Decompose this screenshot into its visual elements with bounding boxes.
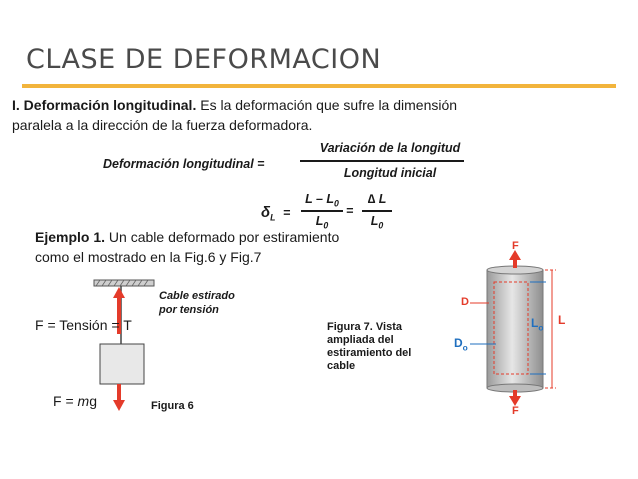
example-line-1: Ejemplo 1. Un cable deformado por estira… xyxy=(35,229,339,245)
fraction1-den-text: L xyxy=(315,214,324,228)
l0-letter: L xyxy=(531,316,539,330)
fraction1-den-sub: 0 xyxy=(323,220,329,231)
equals-2: = xyxy=(346,204,354,218)
fig6-caption-2: por tensión xyxy=(159,304,219,316)
fraction2-bar xyxy=(362,210,392,212)
force-label-top: F xyxy=(512,240,519,252)
hanging-block xyxy=(99,343,145,385)
fig7-caption-4: cable xyxy=(327,360,356,372)
fig7-caption-1: Figura 7. Vista xyxy=(327,321,402,333)
delta-l: δL = xyxy=(261,204,290,223)
d0-letter: D xyxy=(454,336,463,350)
heading-line-2: paralela a la dirección de la fuerza def… xyxy=(12,117,313,133)
l-label: L xyxy=(558,313,566,327)
fig7-caption-3: estiramiento del xyxy=(327,347,412,359)
fraction1-numerator: L – L0 xyxy=(300,192,344,209)
fraction1-num-text: L – L xyxy=(305,192,335,206)
heading-line: I. Deformación longitudinal. Es la defor… xyxy=(12,97,457,113)
equals-1: = xyxy=(283,206,291,220)
formula-denominator: Longitud inicial xyxy=(343,166,437,180)
fraction2-numerator: ∆ L xyxy=(367,192,387,206)
delta-symbol: δ xyxy=(261,204,271,221)
force-arrow-top-head xyxy=(509,250,521,260)
example-label: Ejemplo 1. xyxy=(35,229,106,245)
slide-title: CLASE DE DEFORMACION xyxy=(26,44,382,75)
weight-g: g xyxy=(89,393,97,409)
heading-text: Deformación longitudinal. xyxy=(23,97,197,113)
force-arrow-bottom-head xyxy=(509,396,521,406)
title-underline xyxy=(22,84,616,88)
weight-m: m xyxy=(77,393,90,409)
formula-lhs: Deformación longitudinal = xyxy=(103,157,265,171)
fraction2-den-sub: 0 xyxy=(378,220,384,231)
ceiling-hatch xyxy=(95,279,149,287)
figure-6-label: Figura 6 xyxy=(151,400,194,412)
stretched-cylinder xyxy=(486,269,544,389)
delta-subscript: L xyxy=(270,212,276,223)
l0-sub: o xyxy=(538,322,544,333)
fig6-caption-1: Cable estirado xyxy=(159,290,235,302)
l0-label: Lo xyxy=(531,316,543,332)
weight-f: F = xyxy=(53,393,78,409)
force-label-bottom: F xyxy=(512,405,519,417)
fraction1-num-sub: 0 xyxy=(334,198,339,209)
d-label: D xyxy=(461,296,469,308)
example-text: Un cable deformado por estiramiento xyxy=(105,229,340,245)
fig7-caption-2: ampliada del xyxy=(327,334,394,346)
original-cylinder xyxy=(493,281,529,375)
formula-numerator: Variación de la longitud xyxy=(319,141,461,155)
weight-arrow-head xyxy=(113,400,125,411)
d0-label: Do xyxy=(454,336,468,352)
example-line-2: como el mostrado en la Fig.6 y Fig.7 xyxy=(35,249,262,265)
weight-label: F = mg xyxy=(53,393,97,409)
d0-sub: o xyxy=(462,342,468,353)
tension-label: F = Tensión = T xyxy=(35,317,132,333)
heading-number: I. xyxy=(12,97,20,113)
fraction2-denominator: L0 xyxy=(360,214,394,231)
fraction1-denominator: L0 xyxy=(300,214,344,231)
tension-arrow-head xyxy=(113,287,125,298)
heading-rest: Es la deformación que sufre la dimensión xyxy=(196,97,458,113)
fraction2-den-text: L xyxy=(370,214,379,228)
formula-fraction-bar xyxy=(300,160,464,162)
fraction1-bar xyxy=(301,210,343,212)
